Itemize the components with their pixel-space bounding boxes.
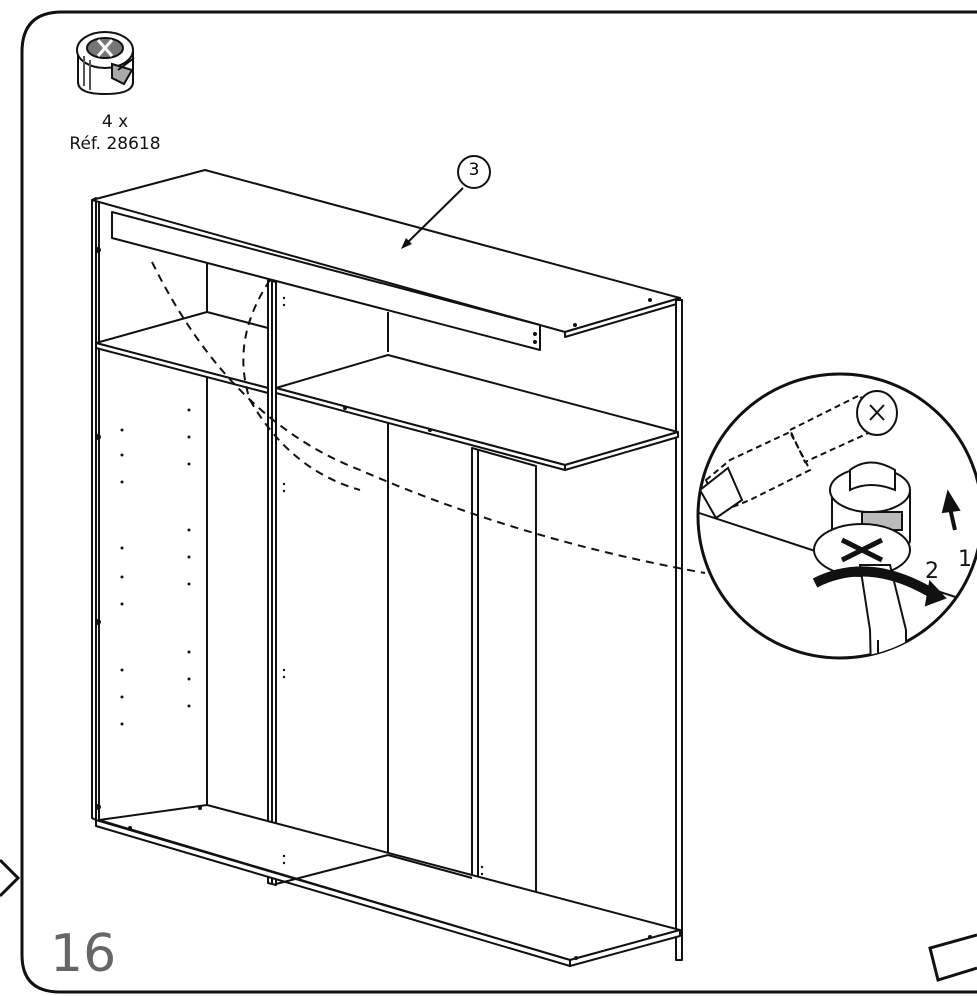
page-frame — [20, 10, 977, 994]
page-turn-arrow-icon — [928, 933, 977, 982]
cam-lock-icon — [76, 31, 135, 96]
pre-drilled-holes — [95, 247, 652, 960]
detail-arrow-label-2: 2 — [925, 559, 939, 584]
right-side-panel — [675, 299, 683, 961]
detail-arrow-label-1: 1 — [958, 547, 972, 572]
hardware-reference: Réf. 28618 — [69, 134, 161, 154]
part-callout — [401, 155, 491, 249]
part-number: 3 — [468, 160, 480, 180]
detail-guide-lines — [151, 261, 706, 574]
hardware-quantity: 4 x — [101, 112, 129, 132]
wardrobe — [91, 169, 683, 967]
bottom-panel — [98, 804, 681, 961]
part-callout-number: 3 — [462, 160, 486, 180]
right-divider — [471, 447, 537, 896]
prev-page-chevron-icon — [0, 858, 21, 898]
step-number: 16 — [50, 924, 117, 984]
detail-magnifier: 1 2 — [696, 372, 977, 660]
